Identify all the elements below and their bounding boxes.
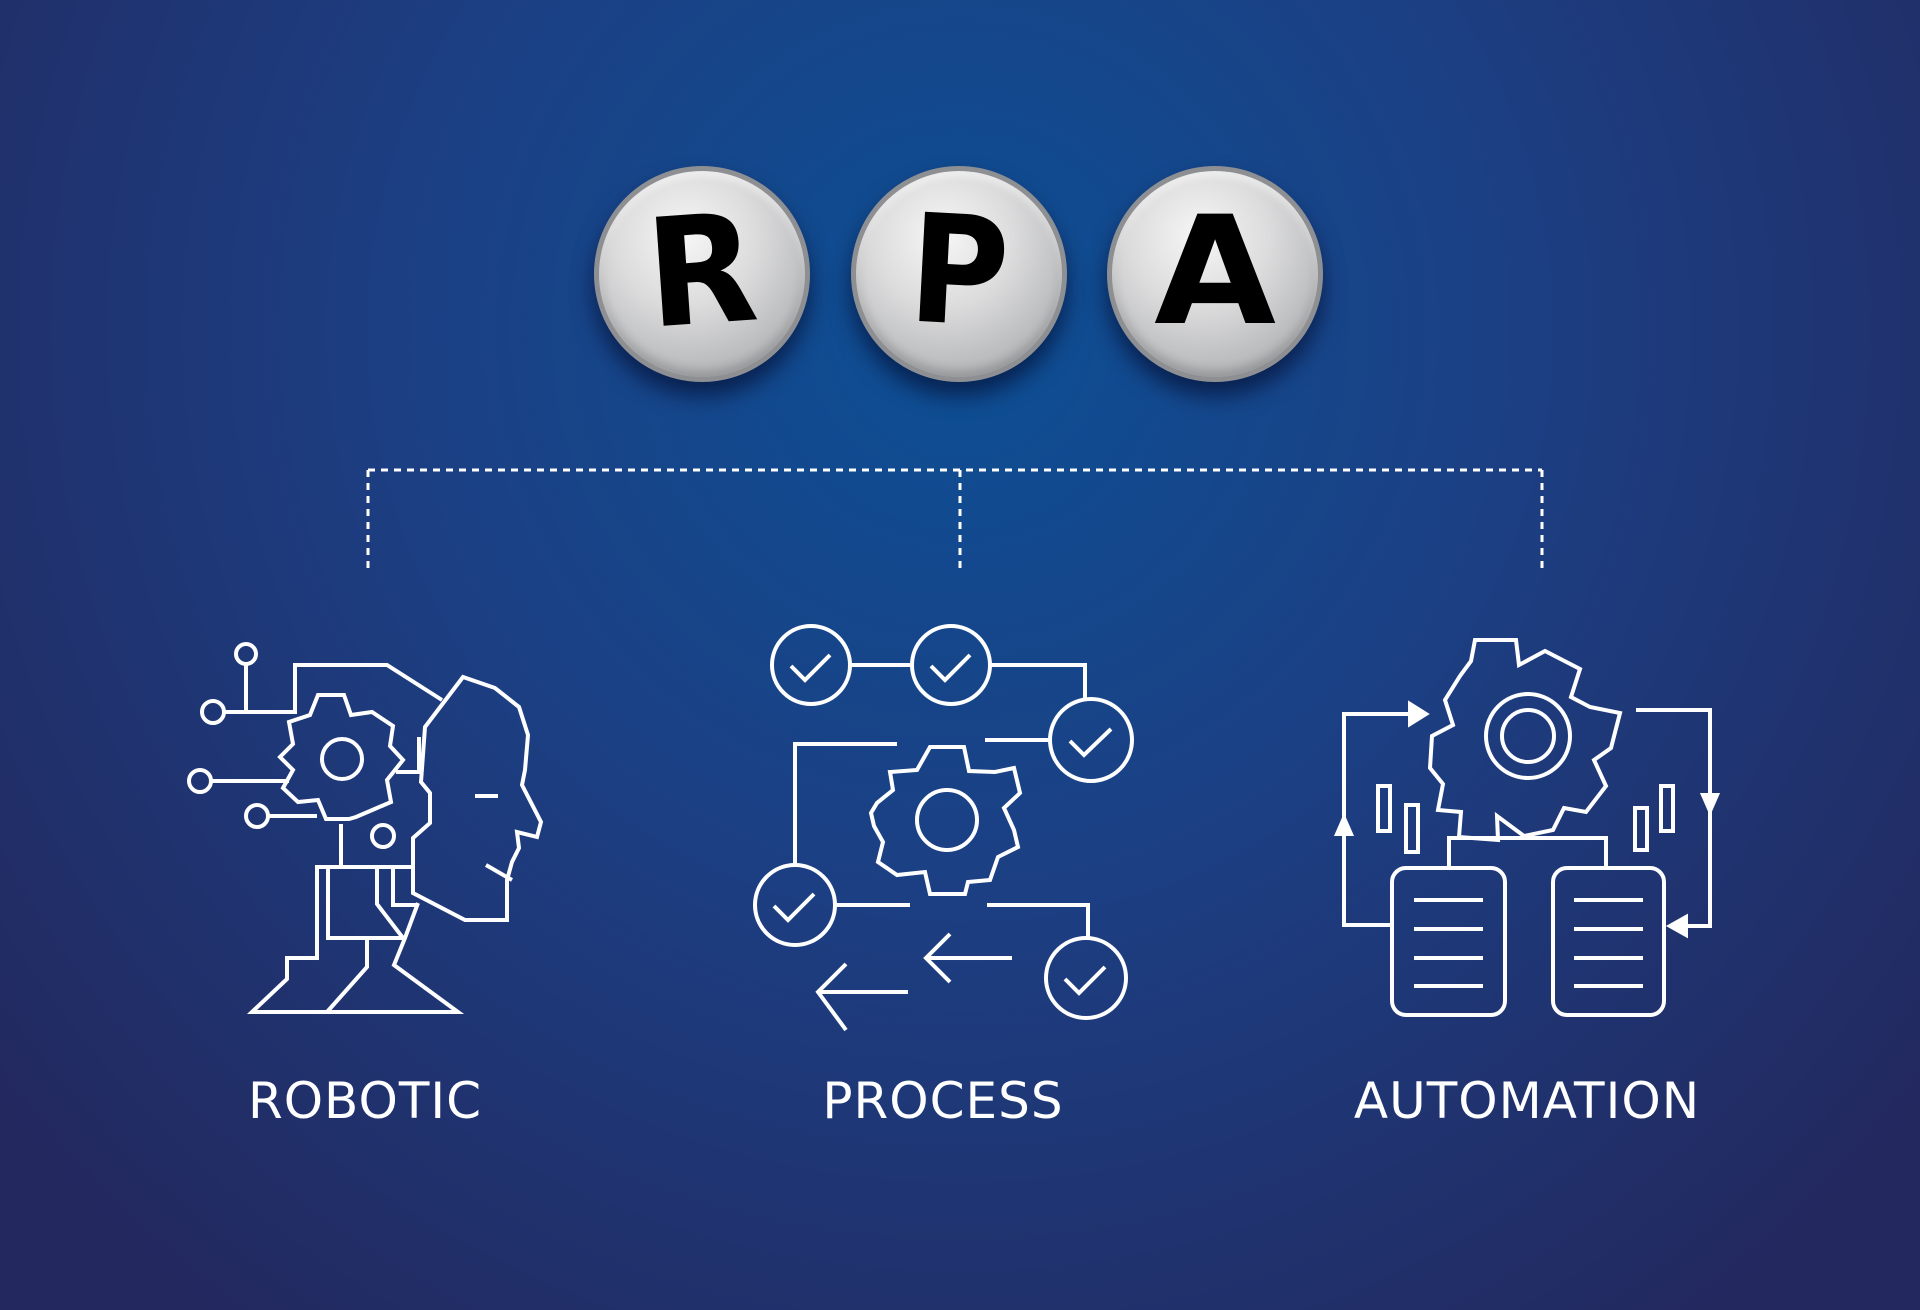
coin-r: R [594, 166, 810, 382]
robot-head-gear-icon [187, 642, 544, 1014]
label-process: PROCESS [822, 1072, 1064, 1130]
coin-p: P [851, 166, 1067, 382]
process-checklist-gear-icon [753, 624, 1134, 1032]
label-automation: AUTOMATION [1353, 1072, 1701, 1130]
check-circle-1 [770, 624, 852, 706]
check-circle-3 [1048, 697, 1134, 783]
check-circle-4 [753, 863, 837, 947]
check-circle-5 [1044, 936, 1128, 1020]
coin-a: A [1107, 166, 1323, 382]
label-robotic: ROBOTIC [247, 1072, 483, 1130]
check-circle-2 [910, 624, 992, 706]
automation-gear-documents-icon [1333, 638, 1721, 1017]
dashed-connectors [366, 468, 1544, 572]
coin-letter-a: A [1154, 185, 1276, 359]
